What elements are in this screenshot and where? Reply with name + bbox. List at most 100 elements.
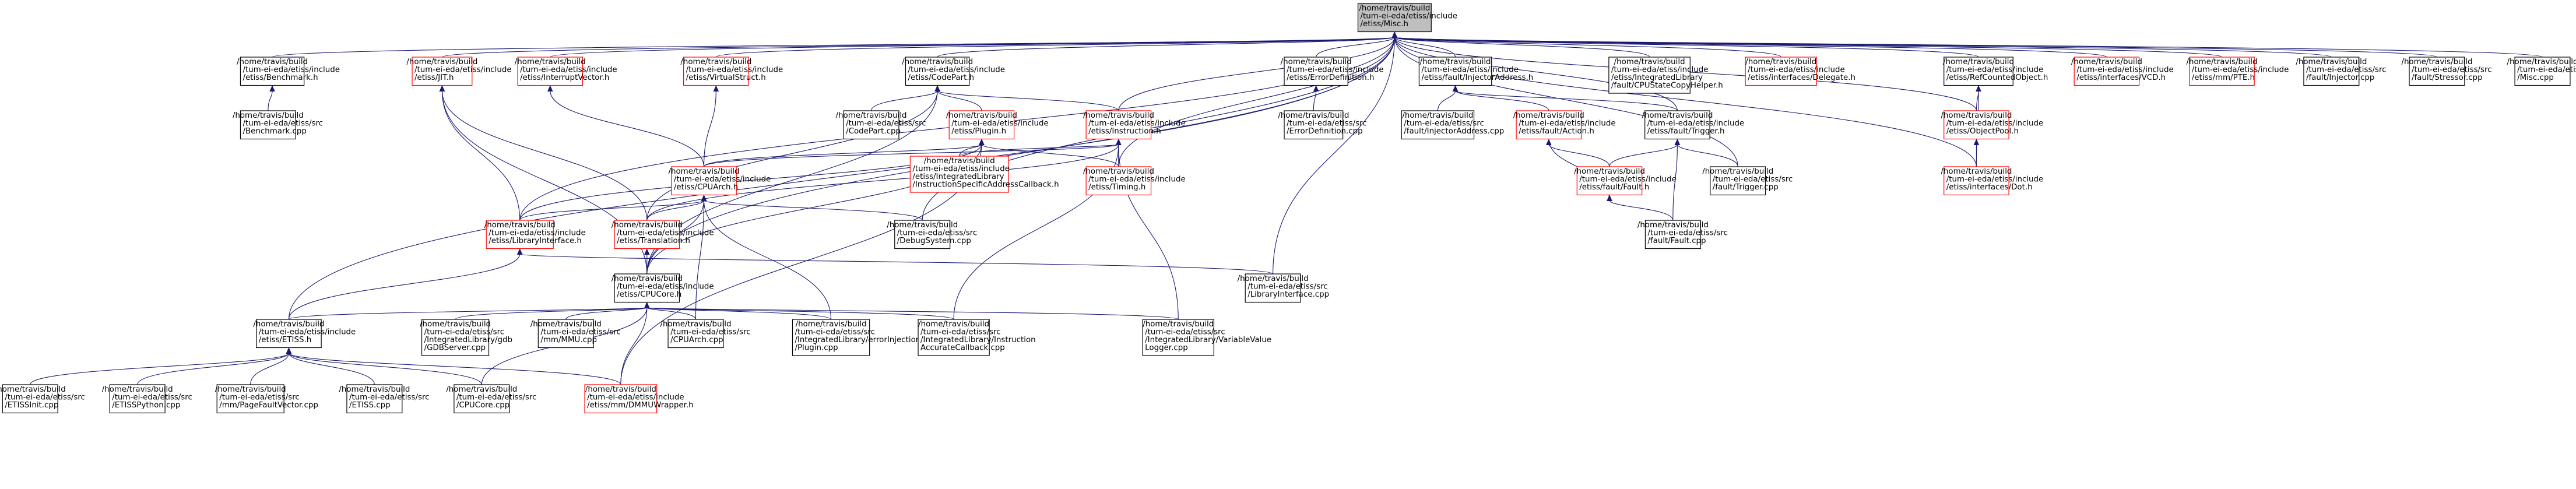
include-edge — [1391, 31, 1456, 58]
include-edge — [288, 248, 523, 320]
node-label-line: /home/travis/build — [446, 385, 517, 394]
node-label-line: /tum-ei-eda/etiss/include — [259, 328, 356, 337]
file-node-jit-h[interactable]: /home/travis/build/tum-ei-eda/etiss/incl… — [406, 57, 512, 86]
file-node-virtualstruct-h[interactable]: /home/travis/build/tum-ei-eda/etiss/incl… — [680, 57, 783, 86]
file-node-debugsystem-cpp[interactable]: /home/travis/build/tum-ei-eda/etiss/src/… — [887, 220, 977, 249]
node-box — [843, 110, 899, 140]
node-label-line: /home/travis/build — [1941, 111, 2012, 120]
node-label-line: /home/travis/build — [796, 320, 867, 329]
node-label-line: /etiss/IntegratedLibrary — [912, 173, 1004, 181]
node-label-line: /IntegratedLibrary/VariableValue — [1145, 336, 1271, 344]
node-label-line: /etiss/InterruptVector.h — [520, 73, 609, 82]
file-node-translation-h[interactable]: /home/travis/build/tum-ei-eda/etiss/incl… — [612, 220, 714, 249]
node-label-line: /etiss/fault/InjectorAddress.h — [1421, 73, 1533, 82]
node-label-line: /etiss/Timing.h — [1088, 183, 1145, 192]
file-node-codepart-h[interactable]: /home/travis/build/tum-ei-eda/etiss/incl… — [902, 57, 1005, 86]
file-node-codepart-cpp[interactable]: /home/travis/build/tum-ei-eda/etiss/src/… — [836, 110, 926, 140]
file-node-faultaction-h[interactable]: /home/travis/build/tum-ei-eda/etiss/incl… — [1513, 110, 1616, 140]
file-node-objectpool-h[interactable]: /home/travis/build/tum-ei-eda/etiss/incl… — [1941, 110, 2043, 140]
node-box — [2409, 57, 2465, 86]
file-node-injector-cpp[interactable]: /home/travis/build/tum-ei-eda/etiss/src/… — [2296, 57, 2387, 86]
file-node-dot-h[interactable]: /home/travis/build/tum-ei-eda/etiss/incl… — [1941, 166, 2043, 196]
file-node-cpuarch-cpp[interactable]: /home/travis/build/tum-ei-eda/etiss/src/… — [660, 319, 751, 349]
file-node-pagefaultvector-cpp[interactable]: /home/travis/build/tum-ei-eda/etiss/src/… — [215, 384, 318, 414]
node-label-line: /home/travis/build — [339, 385, 410, 394]
node-label-line: /etiss/CPUCore.h — [617, 290, 681, 299]
node-label-line: /home/travis/build — [1702, 167, 1773, 176]
file-node-refcountedobject-h[interactable]: /home/travis/build/tum-ei-eda/etiss/incl… — [1943, 57, 2048, 86]
file-node-faultfault-cpp[interactable]: /home/travis/build/tum-ei-eda/etiss/src/… — [1637, 220, 1728, 249]
file-node-delegate-h[interactable]: /home/travis/build/tum-ei-eda/etiss/incl… — [1745, 57, 1855, 86]
file-node-faulttrigger-cpp[interactable]: /home/travis/build/tum-ei-eda/etiss/src/… — [1702, 166, 1793, 196]
node-box — [1944, 110, 2009, 140]
node-label-line: /home/travis/build — [1513, 111, 1584, 120]
include-edge — [268, 85, 275, 111]
file-node-libraryinterface-h[interactable]: /home/travis/build/tum-ei-eda/etiss/incl… — [484, 220, 586, 249]
node-label-line: /home/travis/build — [887, 221, 958, 230]
node-label-line: /tum-ei-eda/etiss/src — [1247, 283, 1328, 291]
file-node-iacb-cpp[interactable]: /home/travis/build/tum-ei-eda/etiss/src/… — [918, 319, 1036, 356]
file-node-errorinj-cpp[interactable]: /home/travis/build/tum-ei-eda/etiss/src/… — [792, 319, 920, 356]
node-label-line: /CodePart.cpp — [846, 127, 901, 136]
file-node-etisspython-cpp[interactable]: /home/travis/build/tum-ei-eda/etiss/src/… — [102, 384, 192, 414]
file-node-misc-h[interactable]: /home/travis/build/tum-ei-eda/etiss/incl… — [1357, 3, 1457, 33]
node-label-line: /ETISSInit.cpp — [5, 401, 58, 410]
file-node-etissinit-cpp[interactable]: /home/travis/build/tum-ei-eda/etiss/src/… — [0, 384, 85, 414]
file-node-etiss-h[interactable]: /home/travis/build/tum-ei-eda/etiss/incl… — [253, 319, 356, 349]
file-node-pte-h[interactable]: /home/travis/build/tum-ei-eda/etiss/incl… — [2186, 57, 2289, 86]
file-node-cpucore-cpp[interactable]: /home/travis/build/tum-ei-eda/etiss/src/… — [446, 384, 537, 414]
file-node-gdbserver-cpp[interactable]: /home/travis/build/tum-ei-eda/etiss/src/… — [420, 319, 512, 356]
file-node-errordefinition-h[interactable]: /home/travis/build/tum-ei-eda/etiss/incl… — [1281, 57, 1384, 86]
node-label-line: /tum-ei-eda/etiss/include — [1287, 66, 1384, 75]
node-label-line: /tum-ei-eda/etiss/include — [2192, 66, 2289, 75]
node-label-line: /etiss/JIT.h — [414, 73, 454, 82]
node-label-line: /etiss/interfaces/Delegate.h — [1748, 73, 1855, 82]
file-node-varvaluelogger-cpp[interactable]: /home/travis/build/tum-ei-eda/etiss/src/… — [1142, 319, 1271, 356]
node-label-line: /home/travis/build — [660, 320, 731, 329]
node-label-line: /tum-ei-eda/etiss/src — [897, 229, 978, 238]
include-edge — [1672, 139, 1681, 221]
file-node-dmmuwrapper-h[interactable]: /home/travis/build/tum-ei-eda/etiss/incl… — [584, 384, 694, 414]
include-edge — [516, 248, 1274, 275]
file-node-vcd-h[interactable]: /home/travis/build/tum-ei-eda/etiss/incl… — [2071, 57, 2174, 86]
node-label-line: /etiss/fault/Action.h — [1519, 127, 1594, 136]
node-label-line: /tum-ei-eda/etiss/include — [912, 165, 1010, 174]
node-label-line: /fault/Stressor.cpp — [2412, 73, 2483, 82]
node-label-line: /tum-ei-eda/etiss/include — [520, 66, 617, 75]
file-node-cpuarch-h[interactable]: /home/travis/build/tum-ei-eda/etiss/incl… — [668, 166, 771, 196]
file-node-etiss-cpp[interactable]: /home/travis/build/tum-ei-eda/etiss/src/… — [339, 384, 430, 414]
file-node-injectoraddress-cpp[interactable]: /home/travis/build/tum-ei-eda/etiss/src/… — [1401, 110, 1504, 140]
file-node-benchmark-h[interactable]: /home/travis/build/tum-ei-eda/etiss/incl… — [237, 57, 340, 86]
file-node-benchmark-cpp[interactable]: /home/travis/build/tum-ei-eda/etiss/src/… — [233, 110, 323, 140]
file-node-cpustatecopier-h[interactable]: /home/travis/build/tum-ei-eda/etiss/incl… — [1608, 57, 1723, 94]
node-box — [2, 384, 58, 414]
file-node-plugin-h[interactable]: /home/travis/build/tum-ei-eda/etiss/incl… — [946, 110, 1049, 140]
file-node-faultfault-h[interactable]: /home/travis/build/tum-ei-eda/etiss/incl… — [1574, 166, 1677, 196]
node-label-line: /etiss/Plugin.h — [951, 127, 1006, 136]
file-node-cpucore-h[interactable]: /home/travis/build/tum-ei-eda/etiss/incl… — [612, 273, 714, 303]
node-label-line: /home/travis/build — [1637, 221, 1709, 230]
file-node-instruction-h[interactable]: /home/travis/build/tum-ei-eda/etiss/incl… — [1083, 110, 1186, 140]
file-node-injectoraddress-h[interactable]: /home/travis/build/tum-ei-eda/etiss/incl… — [1418, 57, 1533, 86]
include-edge — [250, 347, 292, 385]
node-label-line: /home/travis/build — [2071, 58, 2142, 66]
file-node-interruptvector-h[interactable]: /home/travis/build/tum-ei-eda/etiss/incl… — [515, 57, 617, 86]
node-box — [1418, 57, 1492, 86]
file-node-isacb-h[interactable]: /home/travis/build/tum-ei-eda/etiss/incl… — [909, 156, 1059, 193]
file-node-libraryinterface-cpp[interactable]: /home/travis/build/tum-ei-eda/etiss/src/… — [1238, 273, 1329, 303]
node-box — [109, 384, 166, 414]
node-box — [894, 220, 951, 249]
file-node-timing-h[interactable]: /home/travis/build/tum-ei-eda/etiss/incl… — [1083, 166, 1186, 196]
node-label-line: /tum-ei-eda/etiss/src — [5, 393, 85, 402]
file-node-stressor-cpp[interactable]: /home/travis/build/tum-ei-eda/etiss/src/… — [2401, 57, 2492, 86]
node-label-line: /home/travis/build — [1420, 58, 1491, 66]
include-edge — [439, 85, 521, 221]
node-box — [1284, 110, 1344, 140]
file-node-misc-cpp[interactable]: /home/travis/build/tum-ei-eda/etiss/src/… — [2507, 57, 2576, 86]
file-node-mmu-cpp[interactable]: /home/travis/build/tum-ei-eda/etiss/src/… — [530, 319, 621, 349]
file-node-errordefinition-cpp[interactable]: /home/travis/build/tum-ei-eda/etiss/src/… — [1278, 110, 1367, 140]
file-node-faulttrigger-h[interactable]: /home/travis/build/tum-ei-eda/etiss/incl… — [1642, 110, 1744, 140]
node-label-line: /home/travis/build — [0, 385, 66, 394]
node-box — [454, 384, 510, 414]
node-label-line: /tum-ei-eda/etiss/include — [951, 119, 1049, 128]
